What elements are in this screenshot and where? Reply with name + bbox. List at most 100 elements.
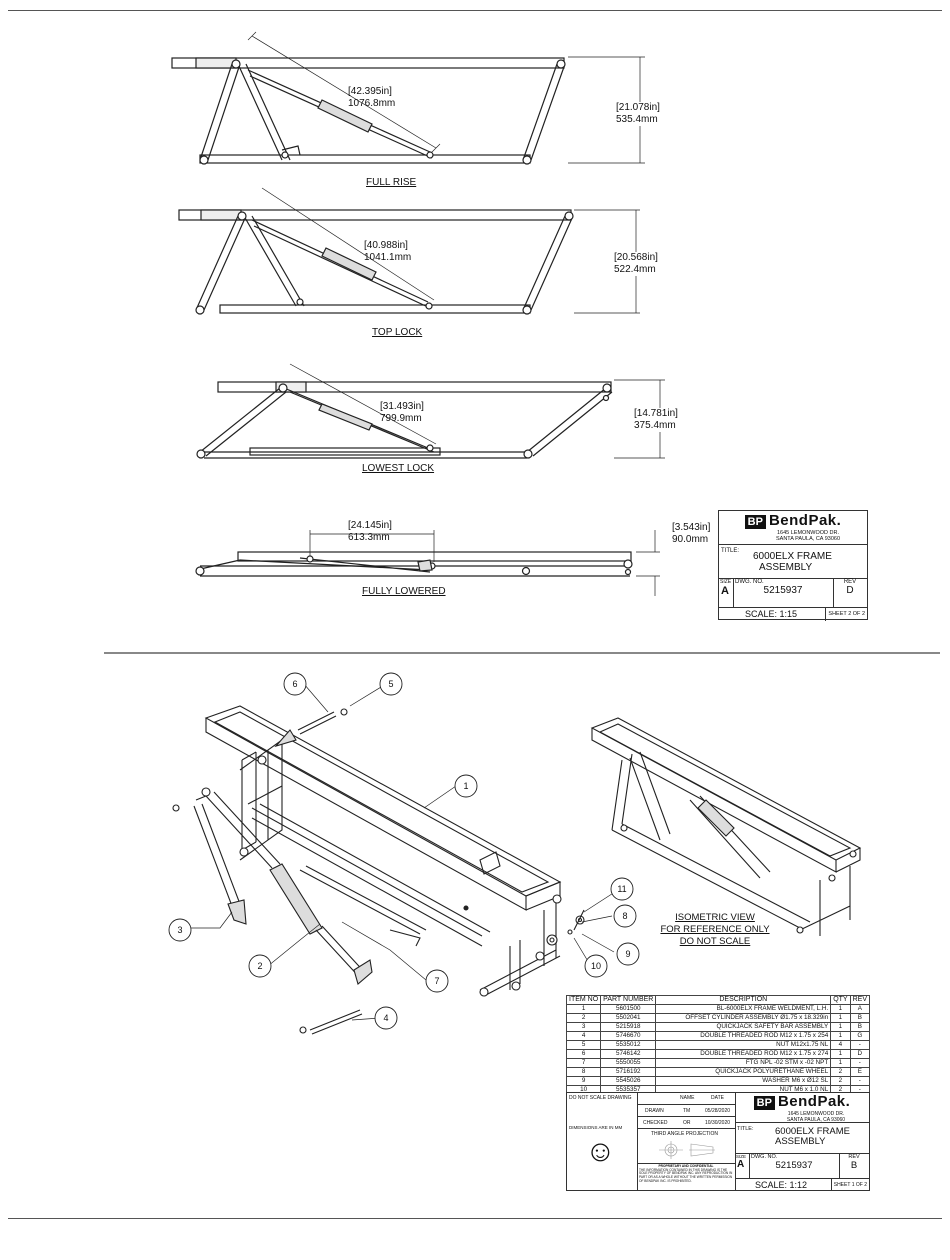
callout-4-circle [374, 1006, 398, 1030]
bom-header: DESCRIPTION [655, 995, 832, 1005]
sheet-number: SHEET 2 OF 2 [825, 608, 867, 621]
view-label-full-rise: FULL RISE [366, 177, 417, 188]
bom-cell: A [849, 1004, 871, 1014]
title-area: TITLE: 6000ELX FRAME ASSEMBLY [719, 545, 867, 579]
dwg-no-value: 5215937 [775, 1160, 813, 1171]
title-block-sheet-1: DO NOT SCALE DRAWING DIMENSIONS ARE IN M… [566, 1092, 870, 1191]
callout-4-label: 4 [383, 1013, 389, 1023]
dim-inches: [42.395in] [348, 86, 392, 97]
proprietary-title: PROPRIETARY AND CONFIDENTIAL [658, 1164, 714, 1168]
bom-cell: 1 [830, 1022, 851, 1032]
bom-cell: FTG NPL -02 STM x -02 NPT [655, 1058, 832, 1068]
dwg-no-label: DWG. NO. [751, 1154, 778, 1160]
bom-header: ITEM NO [565, 995, 602, 1005]
bom-cell: - [849, 1076, 871, 1086]
callout-9-label: 9 [625, 949, 631, 959]
callout-10-label: 10 [590, 961, 601, 971]
bom-cell: 1 [830, 1049, 851, 1059]
bom-cell: 4 [830, 1040, 851, 1050]
iso-rod-6 [297, 711, 337, 735]
callout-1-circle [454, 774, 478, 798]
bom-cell: DOUBLE THREADED ROD M12 x 1.75 x 254 [655, 1031, 832, 1041]
dwg-no-value: 5215937 [763, 585, 803, 596]
bom-cell: B [849, 1013, 871, 1023]
dim-mm: 375.4mm [634, 420, 676, 431]
dim-mm: 613.3mm [348, 532, 390, 543]
smiley-icon: ☺ [585, 1135, 616, 1168]
bom-cell: OFFSET CYLINDER ASSEMBLY Ø1.75 x 18.329i… [655, 1013, 832, 1023]
checked-row: CHECKED OR 10/30/2020 [637, 1117, 735, 1129]
view-lowest-lock [196, 363, 665, 459]
view-label-lowest-lock: LOWEST LOCK [362, 463, 435, 474]
iso-exploded-assembly [204, 705, 562, 997]
iso-note-line-1: ISOMETRIC VIEW [675, 912, 755, 923]
checked-date: 10/30/2020 [705, 1120, 731, 1126]
bom-cell: 5746670 [600, 1031, 657, 1041]
drawn-name: TM [683, 1108, 691, 1114]
size-label: SIZE [736, 1154, 747, 1159]
callout-5-label: 5 [388, 679, 394, 689]
bom-cell: 3 [565, 1022, 602, 1032]
logo-bp-mark: BP [753, 1096, 775, 1110]
iso-note-line-3: DO NOT SCALE [679, 936, 751, 947]
callout-5-circle [379, 672, 403, 696]
dwg-no-label: DWG. NO. [735, 579, 764, 585]
dim-inches: [14.781in] [634, 408, 678, 419]
dwg-no-cell: DWG. NO. 5215937 [749, 1154, 840, 1178]
bom-cell: 8 [565, 1067, 602, 1077]
dim-inches: [31.493in] [380, 401, 424, 412]
bom-cell: NUT M12x1.75 NL [655, 1040, 832, 1050]
callout-9-circle [616, 942, 640, 966]
dim-inches: [21.078in] [616, 102, 660, 113]
bom-cell: 5716192 [600, 1067, 657, 1077]
sheet-divider [104, 652, 940, 654]
bom-cell: D [849, 1049, 871, 1059]
dim-lowest-lock-height: [14.781in] 375.4mm [634, 408, 678, 432]
title-line-1: 6000ELX FRAME [753, 551, 832, 562]
bom-cell: 7 [565, 1058, 602, 1068]
scale-row: SCALE: 1:15 SHEET 2 OF 2 [719, 608, 867, 621]
rev-label: REV [843, 579, 857, 585]
bottom-rule [8, 1218, 942, 1219]
approval-header: NAME DATE [637, 1093, 735, 1105]
address-line-1: 1645 LEMONWOOD DR. [776, 530, 840, 536]
address-line-1: 1645 LEMONWOOD DR. [787, 1111, 845, 1117]
callout-6-label: 6 [292, 679, 298, 689]
callout-11-circle [610, 877, 634, 901]
dim-inches: [40.988in] [364, 240, 408, 251]
callout-3-label: 3 [177, 925, 183, 935]
bill-of-materials: ITEM NO PART NUMBER DESCRIPTION QTY REV … [565, 995, 871, 1104]
logo-bp-mark: BP [744, 515, 766, 529]
dim-mm: 522.4mm [614, 264, 656, 275]
proprietary-text: THE INFORMATION CONTAINED IN THIS DRAWIN… [639, 1167, 733, 1183]
scale-text: SCALE: 1:12 [755, 1180, 808, 1190]
title-label: TITLE: [721, 548, 740, 554]
bom-cell: 4 [565, 1031, 602, 1041]
dim-inches: [3.543in] [672, 522, 711, 533]
bom-cell: E [849, 1067, 871, 1077]
drawn-label: DRAWN [645, 1108, 664, 1114]
rev-cell: REV B [839, 1154, 869, 1178]
bom-header: QTY [830, 995, 851, 1005]
dim-lowest-lock-diagonal: [31.493in] 799.9mm [380, 401, 424, 425]
title-line-2: ASSEMBLY [775, 1136, 826, 1147]
bom-cell: BL-6000ELX FRAME WELDMENT, L.H. [655, 1004, 832, 1014]
drawing-title: 6000ELX FRAME ASSEMBLY [775, 1127, 850, 1147]
callout-8-label: 8 [622, 911, 628, 921]
rev-value: B [850, 1160, 858, 1171]
dim-full-rise-height: [21.078in] 535.4mm [616, 102, 660, 126]
dim-mm: 90.0mm [672, 534, 709, 545]
dim-mm: 1041.1mm [364, 252, 412, 263]
bom-cell: 1 [830, 1013, 851, 1023]
dwg-row: SIZE A DWG. NO. 5215937 REV D [719, 579, 867, 608]
bom-cell: 2 [830, 1067, 851, 1077]
dim-fully-lowered-height: [3.543in] 90.0mm [672, 522, 710, 546]
bom-header: PART NUMBER [600, 995, 657, 1005]
bom-cell: QUICKJACK SAFETY BAR ASSEMBLY [655, 1022, 832, 1032]
